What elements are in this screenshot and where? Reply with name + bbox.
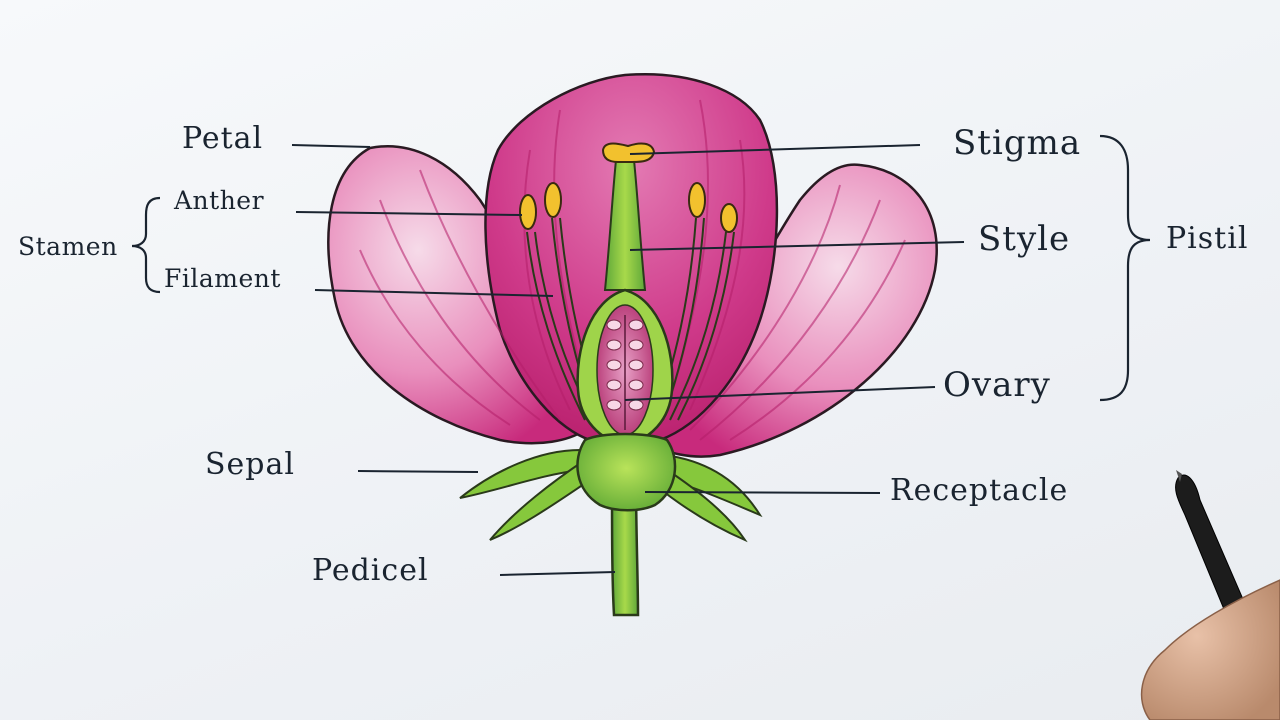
label-pedicel: Pedicel: [312, 553, 429, 588]
style: [603, 159, 647, 291]
label-petal: Petal: [182, 121, 264, 156]
label-stigma: Stigma: [953, 123, 1082, 163]
label-stamen: Stamen: [18, 232, 118, 261]
hand-with-pen: [1140, 470, 1280, 720]
label-filament: Filament: [164, 264, 281, 293]
anther-pointer: [295, 211, 523, 216]
ovary-pointer: [624, 386, 936, 401]
receptacle: [576, 432, 677, 512]
sepal-pointer: [357, 470, 479, 473]
label-style: Style: [978, 219, 1071, 259]
pedicel-pointer: [499, 571, 616, 576]
stigma: [601, 142, 656, 163]
filament-pointer: [314, 289, 554, 297]
pistil-brace: [1099, 134, 1151, 402]
pedicel: [610, 478, 640, 617]
stamen-brace: [131, 196, 161, 294]
stigma-pointer: [629, 144, 921, 155]
anthers: [519, 182, 738, 233]
style-pointer: [629, 241, 965, 251]
receptacle-pointer: [644, 491, 881, 494]
label-receptacle: Receptacle: [890, 473, 1069, 508]
label-pistil: Pistil: [1166, 221, 1249, 256]
sepals: [459, 448, 763, 543]
label-ovary: Ovary: [943, 365, 1051, 405]
label-sepal: Sepal: [205, 447, 295, 482]
label-anther: Anther: [174, 186, 265, 215]
ovules: [606, 319, 644, 411]
hand: [1140, 579, 1280, 720]
pointer-lines: [291, 144, 965, 576]
petal-pointer: [291, 144, 371, 148]
